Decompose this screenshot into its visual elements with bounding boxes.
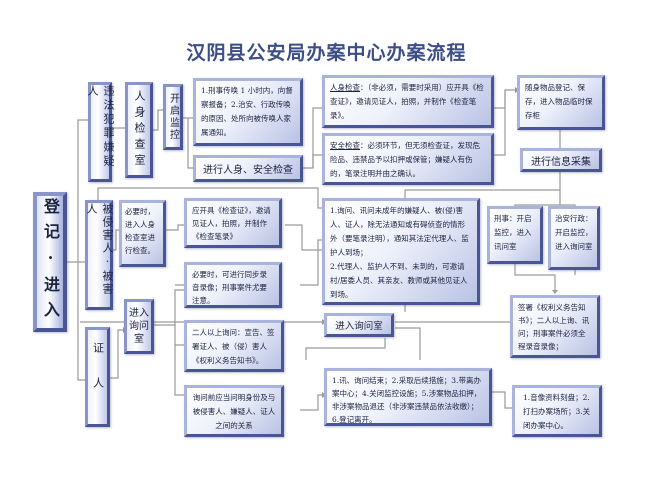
body-check-room-label: 人身检查室 (133, 90, 146, 170)
closing-text: 1.音像资料刻盘；2.打扫办案场所；3.关闭办案中心。 (523, 393, 591, 430)
enter-interview-room-left-box: 进入询问室 (124, 299, 154, 354)
identity-relation-text: 询问前应当问明身份及与被侵害人、嫌疑人、证人之间的关系 (192, 393, 276, 430)
minor-interview-text: 1.询问、讯问未成年的嫌疑人、被(侵)害人、证人，除无法通知或有碍侦查的情形外（… (330, 206, 469, 299)
enter-interview-room-center-box: 进入询问室 (324, 313, 394, 337)
body-safety-check-box: 进行人身、安全检查 (193, 155, 303, 182)
victim-label: 被侵害人·被害人 (85, 203, 114, 296)
body-safety-check-label: 进行人身、安全检查 (203, 165, 293, 176)
info-collection-label: 进行信息采集 (531, 156, 591, 168)
witness-box: 证人 (85, 327, 110, 427)
sign-rights-text: 签署《权利义务告知书》；二人以上询、讯问；刑事案件必须全程录音录像； (518, 303, 590, 351)
safety-check-title: 安全检查 (330, 141, 360, 150)
minor-interview-box: 1.询问、讯问未成年的嫌疑人、被(侵)害人、证人，除无法通知或有碍侦查的情形外（… (322, 198, 480, 305)
enter-interview-room-center-label: 进入询问室 (335, 321, 383, 332)
victim-check-note-box: 必要时，进入人身检查室进行检查。 (119, 200, 166, 267)
victim-exam-box: 应开具《检查证》，邀请见证人，拍照，并制作《检查笔录》 (184, 198, 282, 248)
identity-relation-box: 询问前应当问明身份及与被侵害人、嫌疑人、证人之间的关系 (184, 385, 284, 437)
register-enter-label: 登记·进入 (41, 198, 60, 326)
criminal-monitor-text: 刑事：开启监控，进入讯问室 (494, 214, 532, 251)
page-title: 汉阴县公安局办案中心办案流程 (186, 42, 467, 64)
two-people-inquiry-box: 二人以上询问：宣告、签署证人、被（侵）害人《权利义务告知书》。 (184, 320, 284, 372)
victim-check-note-text: 必要时，进入人身检查室进行检查。 (125, 207, 155, 255)
admin-monitor-box: 治安行政：开启监控，进入询问室 (548, 206, 600, 270)
av-record-text: 必要时，可进行同步录音录像；刑事案件尤要注意。 (192, 270, 267, 305)
av-record-box: 必要时，可进行同步录音录像；刑事案件尤要注意。 (184, 262, 282, 308)
safety-check-box: 安全检查：必须环节，但无须检查证，发现危险品、违禁品予以扣押或保管；嫌疑人有伤的… (322, 133, 494, 185)
safety-check-text: ：必须环节，但无须检查证，发现危险品、违禁品予以扣押或保管；嫌疑人有伤的，笔录注… (330, 141, 480, 178)
criminal-monitor-box: 刑事：开启监控，进入讯问室 (487, 206, 543, 264)
finish-procedure-box: 1.讯、询问结束；2.采取后续措施；3.带离办案中心；4.关闭监控设施；5.涉案… (324, 368, 492, 426)
suspect-box: 违法犯罪嫌疑人 (86, 82, 115, 182)
closing-box: 1.音像资料刻盘；2.打扫办案场所；3.关闭办案中心。 (512, 385, 602, 437)
suspect-label: 违法犯罪嫌疑人 (86, 85, 115, 169)
witness-label: 证人 (91, 342, 105, 412)
belongings-text: 随身物品登记、保存，进入物品临时保存柜 (525, 83, 593, 120)
body-check-title: 人身检查 (330, 83, 360, 92)
finish-procedure-text: 1.讯、询问结束；2.采取后续措施；3.带离办案中心；4.关闭监控设施；5.涉案… (332, 376, 482, 424)
body-check-text: ：（非必须，需要时采用）应开具《检查证》，邀请见证人，拍照，并制作《检查笔录》。 (330, 83, 484, 120)
sign-rights-box: 签署《权利义务告知书》；二人以上询、讯问；刑事案件必须全程录音录像； (510, 295, 600, 358)
summons-note-text: 1.刑事传唤 1 小时内，向督察报备；2.治安、行政传唤的原因、处所向被传唤人家… (201, 86, 293, 137)
two-people-inquiry-text: 二人以上询问：宣告、签署证人、被（侵）害人《权利义务告知书》。 (192, 328, 275, 365)
body-check-box: 人身检查：（非必须，需要时采用）应开具《检查证》，邀请见证人，拍照，并制作《检查… (322, 75, 494, 128)
victim-box: 被侵害人·被害人 (85, 200, 114, 310)
register-enter-box: 登记·进入 (33, 192, 67, 332)
body-check-room-box: 人身检查室 (125, 82, 153, 178)
victim-exam-text: 应开具《检查证》，邀请见证人，拍照，并制作《检查笔录》 (192, 206, 271, 241)
admin-monitor-text: 治安行政：开启监控，进入询问室 (555, 214, 593, 251)
info-collection-box: 进行信息采集 (520, 148, 602, 172)
belongings-box: 随身物品登记、保存，进入物品临时保存柜 (517, 75, 605, 130)
start-monitor-label: 开启监控 (167, 93, 179, 141)
enter-interview-room-left-label: 进入询问室 (129, 308, 149, 345)
start-monitor-box: 开启监控 (163, 84, 183, 150)
summons-note-box: 1.刑事传唤 1 小时内，向督察报备；2.治安、行政传唤的原因、处所向被传唤人家… (193, 78, 303, 146)
